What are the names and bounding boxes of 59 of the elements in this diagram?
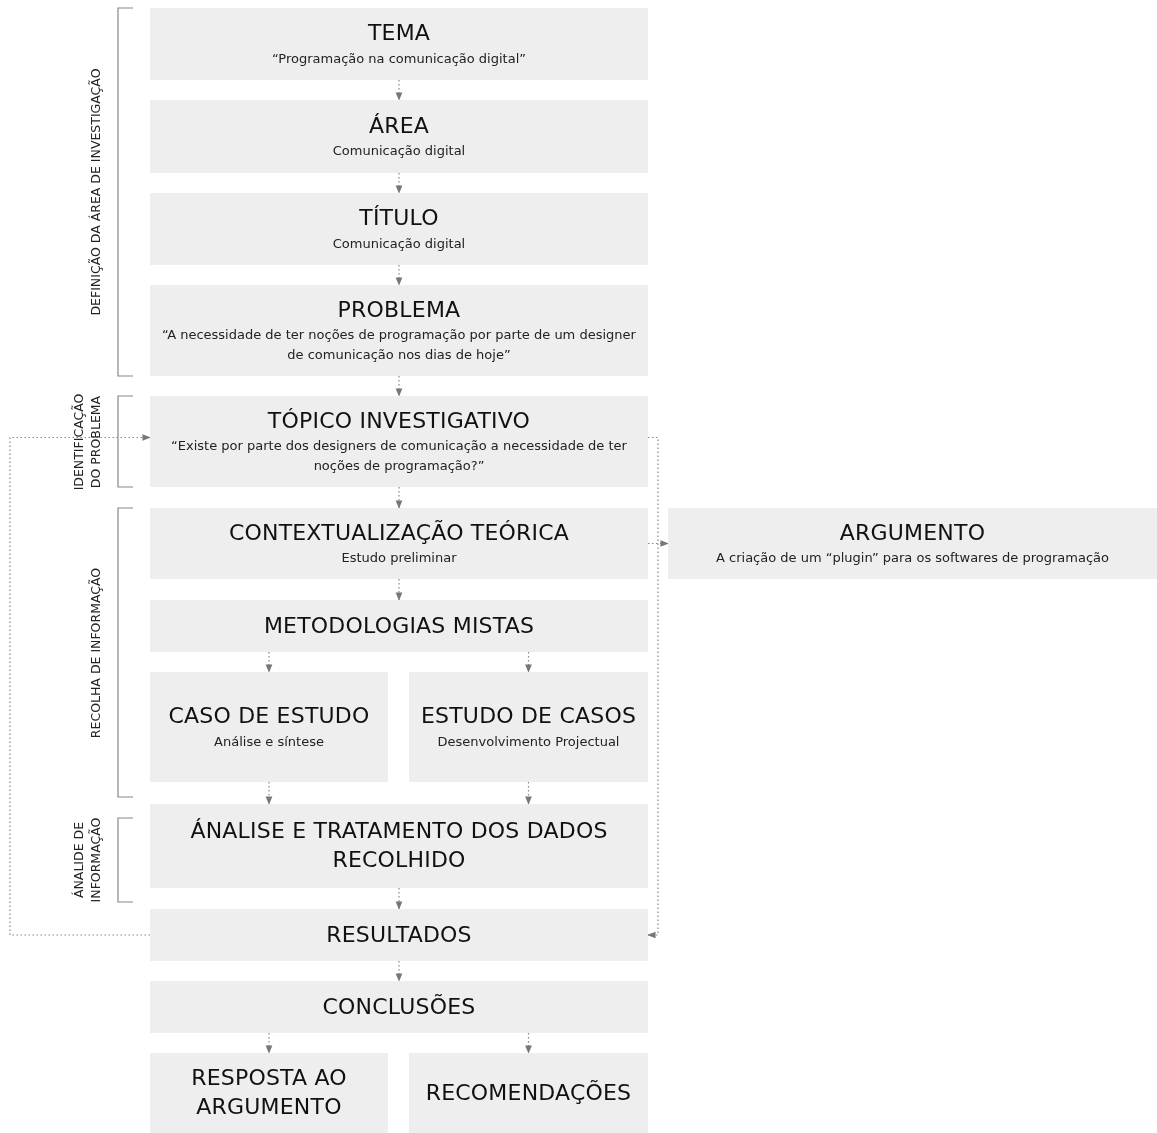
box-description: Análise e síntese [214,732,324,751]
arrow [395,578,403,601]
process-box [150,909,648,961]
arrow [395,172,403,194]
arrow [9,434,151,936]
arrow [395,486,403,509]
arrow [525,781,532,805]
arrow [265,781,273,805]
process-box [150,508,648,579]
box-description: “Existe por parte dos designers de comunicação a necessidade de ter noções de programação?” [170,437,628,476]
box-description: “Programação na comunicação digital” [272,49,526,68]
box-title: ÁREA [368,111,430,140]
arrow [395,960,403,982]
box-description: Desenvolvimento Projectual [437,732,620,751]
box-title: CONCLUSÕES [322,992,476,1021]
box-title: RECOMENDAÇÕES [425,1078,632,1107]
section-label: DEFINIÇÃO DA ÁREA DE INVESTIGAÇÃO [87,68,104,316]
process-box [150,285,648,376]
box-title: RESULTADOS [326,920,472,949]
arrow [395,264,403,286]
process-box [150,8,648,80]
process-box [409,1053,648,1133]
arrow [647,436,659,939]
process-box [150,804,648,888]
arrow [395,375,403,397]
box-title: TEMA [367,19,431,48]
box-title: ESTUDO DE CASOS [420,702,637,731]
process-box [409,672,648,782]
process-box [150,981,648,1033]
section-label: RECOLHA DE INFORMAÇÃO [87,567,104,738]
arrow [395,887,403,910]
box-title: ARGUMENTO [839,518,986,547]
arrow [265,1032,273,1054]
arrow [525,651,532,673]
box-description: Comunicação digital [332,234,466,253]
process-box [150,396,648,487]
box-title: TÓPICO INVESTIGATIVO [267,406,531,435]
process-box [150,100,648,173]
process-box [668,508,1157,579]
arrow [265,651,273,673]
arrow [395,79,403,101]
box-description: Estudo preliminar [341,549,457,568]
box-title: CONTEXTUALIZAÇÃO TEÓRICA [228,518,570,547]
process-box [150,193,648,265]
box-title: ÁNALISE E TRATAMENTO DOS DADOS RECOLHIDO [189,817,609,874]
section-label: ÁNALIDE DE INFORMAÇÃO [71,816,104,905]
box-description: Comunicação digital [332,142,466,161]
process-box [150,1053,388,1133]
box-description: “A necessidade de ter noções de programação por parte de um designer de comunicação nos dias de hoje” [161,326,637,365]
box-title: CASO DE ESTUDO [168,702,370,731]
box-title: METODOLOGIAS MISTAS [263,611,535,640]
process-box [150,600,648,652]
box-description: A criação de um “plugin” para os softwares de programação [716,549,1109,568]
box-title: RESPOSTA AO ARGUMENTO [190,1064,348,1121]
arrow [525,1032,532,1054]
process-box [150,672,388,782]
section-label: IDENTIFICAÇÃO DO PROBLEMA [71,392,104,492]
box-title: PROBLEMA [337,295,461,324]
box-title: TÍTULO [359,204,439,233]
